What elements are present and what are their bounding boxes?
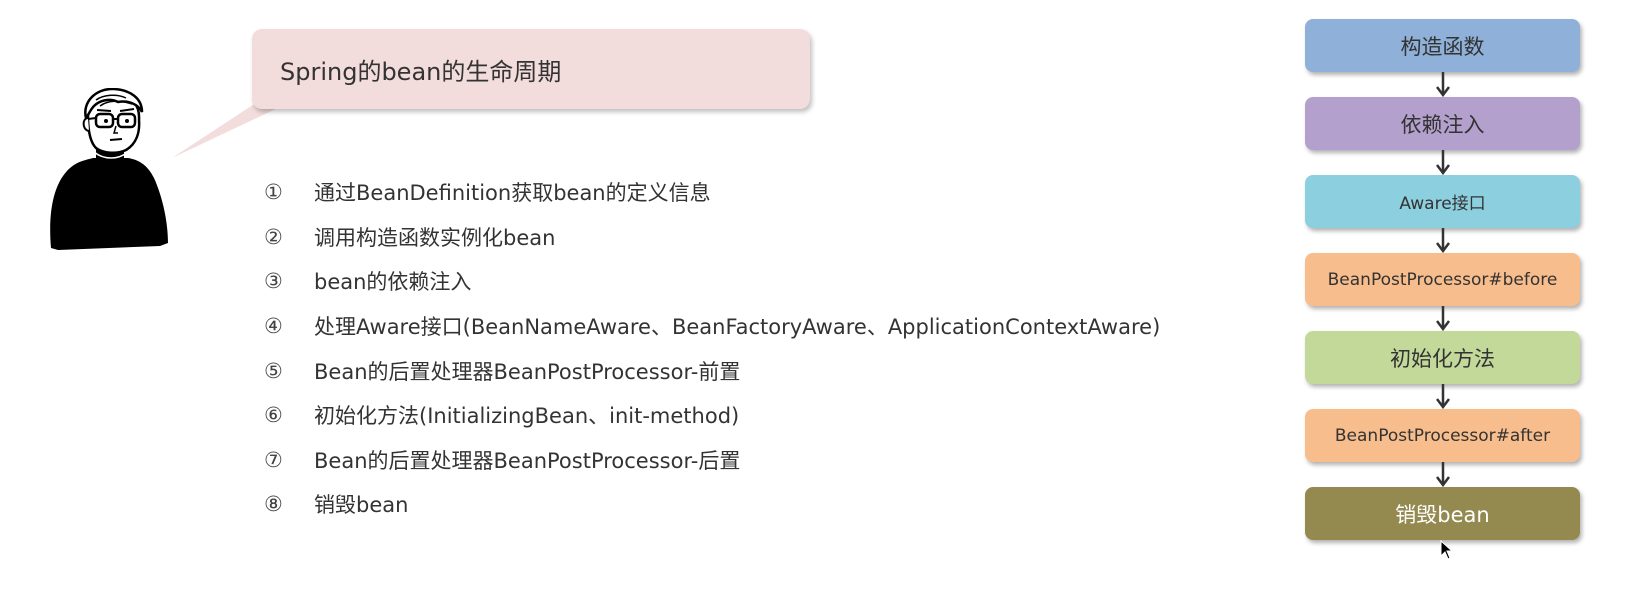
step-number: ②: [264, 224, 283, 249]
speech-bubble: Spring的bean的生命周期: [252, 29, 810, 109]
arrow-down-icon: [1305, 306, 1580, 331]
flow-box-dependency-injection: 依赖注入: [1305, 97, 1580, 150]
step-text: 调用构造函数实例化bean: [314, 225, 556, 250]
flow-box-label: BeanPostProcessor#after: [1334, 425, 1551, 446]
flow-box-label: Aware接口: [1399, 194, 1486, 214]
step-text: 销毁bean: [314, 493, 409, 518]
step-number: ③: [264, 269, 283, 294]
flow-box-label: 初始化方法: [1390, 346, 1495, 371]
step-number: ④: [264, 314, 283, 339]
step-text: Bean的后置处理器BeanPostProcessor-前置: [314, 359, 741, 384]
step-number: ⑥: [264, 403, 283, 428]
list-item: ③ bean的依赖注入: [264, 259, 1160, 304]
flow-box-destroy: 销毁bean: [1305, 487, 1580, 540]
step-text: bean的依赖注入: [314, 270, 472, 295]
flow-box-label: BeanPostProcessor#before: [1327, 269, 1558, 290]
step-text: 初始化方法(InitializingBean、init-method): [314, 404, 740, 429]
list-item: ① 通过BeanDefinition获取bean的定义信息: [264, 170, 1160, 215]
speech-bubble-tail: [172, 95, 282, 158]
arrow-down-icon: [1305, 462, 1580, 487]
character-thinking-icon: [50, 88, 168, 250]
list-item: ⑤ Bean的后置处理器BeanPostProcessor-前置: [264, 348, 1160, 393]
lifecycle-steps-list: ① 通过BeanDefinition获取bean的定义信息 ② 调用构造函数实例…: [264, 170, 1160, 527]
flow-box-aware: Aware接口: [1305, 175, 1580, 228]
step-text: Bean的后置处理器BeanPostProcessor-后置: [314, 448, 741, 473]
arrow-down-icon: [1305, 150, 1580, 175]
step-text: 处理Aware接口(BeanNameAware、BeanFactoryAware…: [314, 315, 1161, 340]
arrow-down-icon: [1305, 228, 1580, 253]
list-item: ⑧ 销毁bean: [264, 482, 1160, 527]
list-item: ④ 处理Aware接口(BeanNameAware、BeanFactoryAwa…: [264, 304, 1160, 349]
list-item: ⑦ Bean的后置处理器BeanPostProcessor-后置: [264, 438, 1160, 483]
step-number: ⑧: [264, 492, 283, 517]
list-item: ② 调用构造函数实例化bean: [264, 215, 1160, 260]
flow-box-init-method: 初始化方法: [1305, 331, 1580, 384]
lifecycle-flow-diagram: 构造函数 依赖注入 Aware接口 BeanPostProcessor#befo…: [1305, 19, 1580, 540]
step-number: ⑤: [264, 358, 283, 383]
flow-box-constructor: 构造函数: [1305, 19, 1580, 72]
step-text: 通过BeanDefinition获取bean的定义信息: [314, 181, 711, 206]
flow-box-label: 销毁bean: [1395, 502, 1490, 527]
slide-title: Spring的bean的生命周期: [280, 57, 562, 86]
step-number: ⑦: [264, 447, 283, 472]
list-item: ⑥ 初始化方法(InitializingBean、init-method): [264, 393, 1160, 438]
arrow-down-icon: [1305, 72, 1580, 97]
arrow-down-icon: [1305, 384, 1580, 409]
step-number: ①: [264, 180, 283, 205]
flow-box-postprocessor-before: BeanPostProcessor#before: [1305, 253, 1580, 306]
mouse-cursor-icon: [1440, 540, 1454, 560]
flow-box-postprocessor-after: BeanPostProcessor#after: [1305, 409, 1580, 462]
flow-box-label: 依赖注入: [1400, 112, 1485, 137]
flow-box-label: 构造函数: [1400, 34, 1485, 59]
